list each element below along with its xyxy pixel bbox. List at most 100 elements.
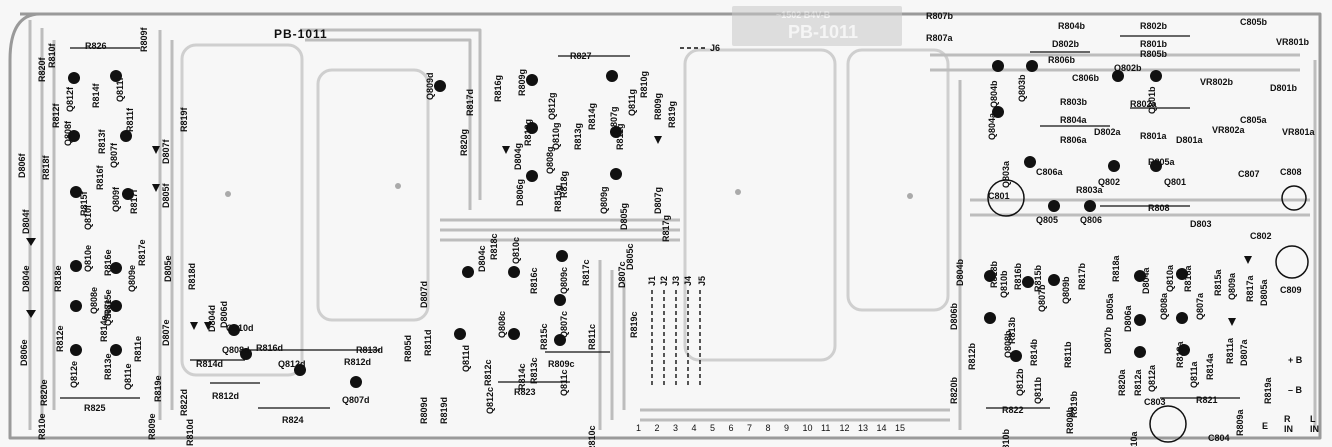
component-label: D807g: [653, 186, 663, 214]
component-label: R818a: [1111, 255, 1121, 282]
component-label: D805a: [1259, 279, 1269, 306]
component-label: R817g: [661, 214, 671, 242]
component-label: Q812e: [69, 360, 79, 388]
component-label: R816e: [103, 249, 113, 276]
component-label: Q809a: [1227, 272, 1237, 300]
component-label: VR801b: [1276, 37, 1310, 47]
component-label: R801a: [1140, 131, 1167, 141]
component-label: R826: [85, 41, 107, 51]
component-label: R812c: [483, 359, 493, 386]
component-label: VR801a: [1282, 127, 1315, 137]
pin-number: 2: [654, 423, 660, 433]
component-label: Q811f: [115, 77, 125, 102]
component-label: Q809d: [425, 72, 435, 100]
component-label: C805b: [1240, 17, 1268, 27]
component-label: R818d: [187, 262, 197, 290]
component-label: D804f: [21, 209, 31, 234]
component-label: R810g: [639, 70, 649, 98]
component-label: C808: [1280, 167, 1302, 177]
component-label: D807a: [1239, 339, 1249, 366]
component-label: R820a: [1117, 369, 1127, 396]
component-label: R814g: [587, 102, 597, 130]
component-label: Q810c: [511, 236, 521, 264]
component-label: R816g: [493, 74, 503, 102]
component-label: D806e: [19, 339, 29, 366]
component-label: R818c: [489, 233, 499, 260]
component-label: R809c: [548, 359, 575, 369]
component-label: R809d: [419, 396, 429, 424]
component-label: R812b: [967, 342, 977, 370]
component-label: Q802b: [1114, 63, 1142, 73]
pin-number: 14: [876, 423, 887, 433]
component-label: R819d: [439, 396, 449, 424]
component-label: Q809g: [599, 186, 609, 214]
component-label: Q807d: [342, 395, 370, 405]
component-label: R809b: [1065, 406, 1075, 434]
component-label: Q811c: [559, 369, 569, 396]
component-label: R812a: [1133, 369, 1143, 396]
component-label: R811c: [587, 323, 597, 350]
pin-number: 11: [821, 423, 831, 433]
component-label: R811a: [1225, 337, 1235, 364]
component-label: D802a: [1094, 127, 1121, 137]
component-label: C803: [1144, 397, 1166, 407]
component-label: R819e: [153, 375, 163, 402]
component-label: R820e: [39, 379, 49, 406]
component-label: R805a: [1148, 157, 1175, 167]
component-label: Q807f: [109, 142, 119, 168]
component-label: D806g: [515, 178, 525, 206]
component-label: R814a: [1205, 353, 1215, 380]
component-label: R804b: [1058, 21, 1086, 31]
component-label: R817d: [465, 88, 475, 116]
component-label: R814b: [1029, 338, 1039, 366]
component-label: D801b: [1270, 83, 1298, 93]
component-label: Q802: [1098, 177, 1121, 187]
component-label: D805e: [163, 255, 173, 282]
pin-number: 1: [636, 423, 642, 433]
component-label: R804a: [1060, 115, 1087, 125]
component-label: R816c: [529, 267, 539, 294]
component-label: R819f: [179, 107, 189, 132]
component-label: C802: [1250, 231, 1272, 241]
component-label: D805c: [625, 243, 635, 270]
component-label: Q807c: [559, 310, 569, 338]
component-label: Q809b: [1061, 276, 1071, 304]
component-label: R808: [1148, 203, 1170, 213]
component-label: Q801: [1164, 177, 1187, 187]
component-label: R810e: [37, 413, 47, 440]
component-label: R815a: [1213, 269, 1223, 296]
component-label: Q810g: [551, 122, 561, 150]
component-label: R816b: [1013, 262, 1023, 290]
pin-number: 9: [784, 423, 790, 433]
component-label: Q808c: [497, 310, 507, 338]
component-label: R817c: [581, 259, 591, 286]
component-label: Q811b: [1033, 376, 1043, 404]
component-label: Q812d: [278, 359, 306, 369]
component-label: R812g: [523, 118, 533, 146]
component-label: Q804b: [989, 80, 999, 108]
component-label: R811g: [615, 123, 625, 150]
manufacturer-stamp: ~1502 B4V-B PB-1011: [732, 6, 902, 46]
component-label: R823: [514, 387, 536, 397]
pin-number: 6: [728, 423, 734, 433]
component-label: Q810f: [83, 204, 93, 230]
jumper-label: J1: [647, 275, 657, 286]
terminal-plus-b: + B: [1288, 355, 1303, 365]
component-label: Q807a: [1195, 292, 1205, 320]
component-label: D807f: [161, 139, 171, 164]
component-label: C806b: [1072, 73, 1100, 83]
component-label: D802b: [1052, 39, 1080, 49]
component-label: Q808a: [1159, 292, 1169, 320]
component-label: Q810d: [226, 323, 254, 333]
component-label: R805d: [403, 334, 413, 362]
component-label: R809e: [147, 413, 157, 440]
component-label: R811e: [133, 335, 143, 362]
component-label: R812f: [51, 103, 61, 128]
component-label: R819g: [667, 100, 677, 128]
component-label: D805g: [619, 202, 629, 230]
component-label: D805a: [1105, 293, 1115, 320]
component-label: D804b: [955, 258, 965, 286]
component-label: R810f: [47, 43, 57, 68]
